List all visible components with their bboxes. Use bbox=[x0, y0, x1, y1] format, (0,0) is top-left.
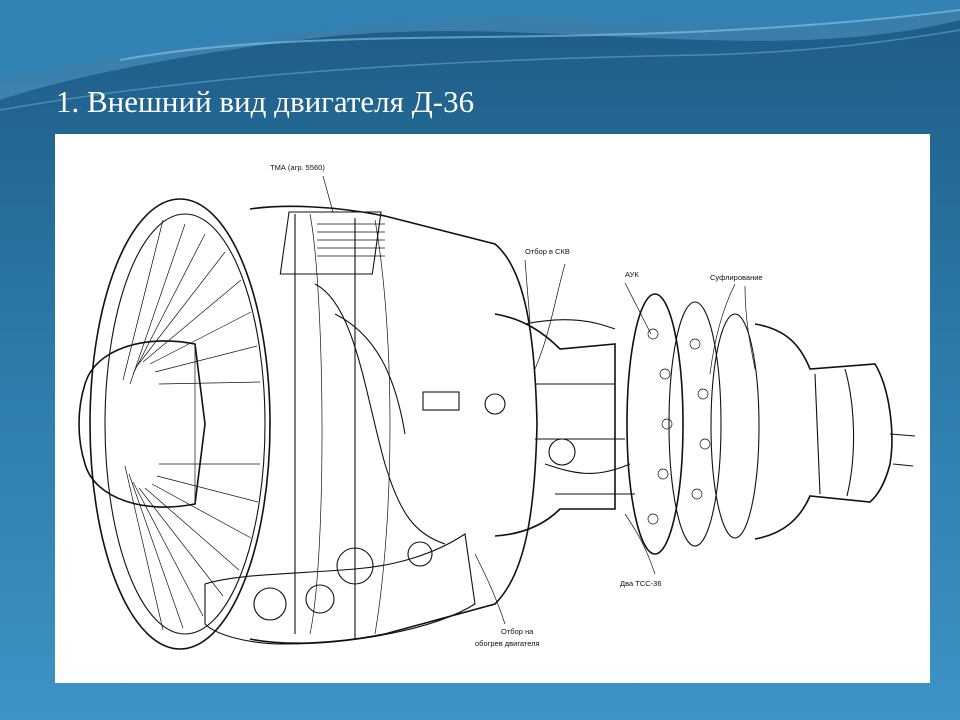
leader-lines bbox=[322, 175, 756, 625]
wave-streak bbox=[0, 29, 960, 111]
label-bleed-skv: Отбор в СКВ bbox=[525, 247, 570, 256]
core-transition bbox=[494, 313, 616, 537]
wave-top-mid bbox=[0, 0, 960, 80]
engine-diagram-figure: ТМА (агр. 5560) Отбор в СКВ АУК Суфлиров… bbox=[55, 134, 930, 683]
sensor bbox=[484, 393, 506, 415]
accessory-gearbox bbox=[204, 533, 476, 645]
exhaust-pipe bbox=[889, 433, 916, 467]
accessory-box bbox=[422, 391, 460, 411]
fan-inlet-inner-ring bbox=[104, 213, 266, 635]
label-tma: ТМА (агр. 5560) bbox=[270, 163, 325, 172]
fan-inlet-outer-ring bbox=[89, 198, 271, 650]
wave-streak bbox=[119, 9, 960, 61]
turbine-ring-mid bbox=[668, 301, 722, 547]
slide-title: 1. Внешний вид двигателя Д-36 bbox=[56, 84, 475, 119]
tma-radiator bbox=[279, 211, 382, 275]
core-pipework bbox=[524, 319, 635, 495]
engine-drawing: ТМА (агр. 5560) Отбор в СКВ АУК Суфлиров… bbox=[78, 163, 916, 650]
spinner-cone bbox=[78, 340, 206, 508]
turbine-bolts bbox=[647, 328, 711, 525]
oil-pipe bbox=[334, 313, 406, 435]
fan-blades bbox=[122, 219, 261, 631]
label-heating-line1: Отбор на bbox=[501, 627, 534, 636]
turbine-ring-front bbox=[626, 293, 684, 555]
label-tss: Два ТСС-36 bbox=[620, 579, 662, 588]
tma-radiator-fins bbox=[317, 223, 385, 257]
label-auk: АУК bbox=[625, 270, 639, 279]
exhaust-section bbox=[754, 323, 893, 540]
label-heating-line2: обогрев двигателя bbox=[475, 639, 540, 648]
turbine-ring-rear bbox=[710, 313, 760, 539]
fuel-pipe bbox=[314, 283, 446, 545]
label-sufflation: Суфлирование bbox=[710, 273, 763, 282]
fan-case-body bbox=[249, 205, 538, 644]
